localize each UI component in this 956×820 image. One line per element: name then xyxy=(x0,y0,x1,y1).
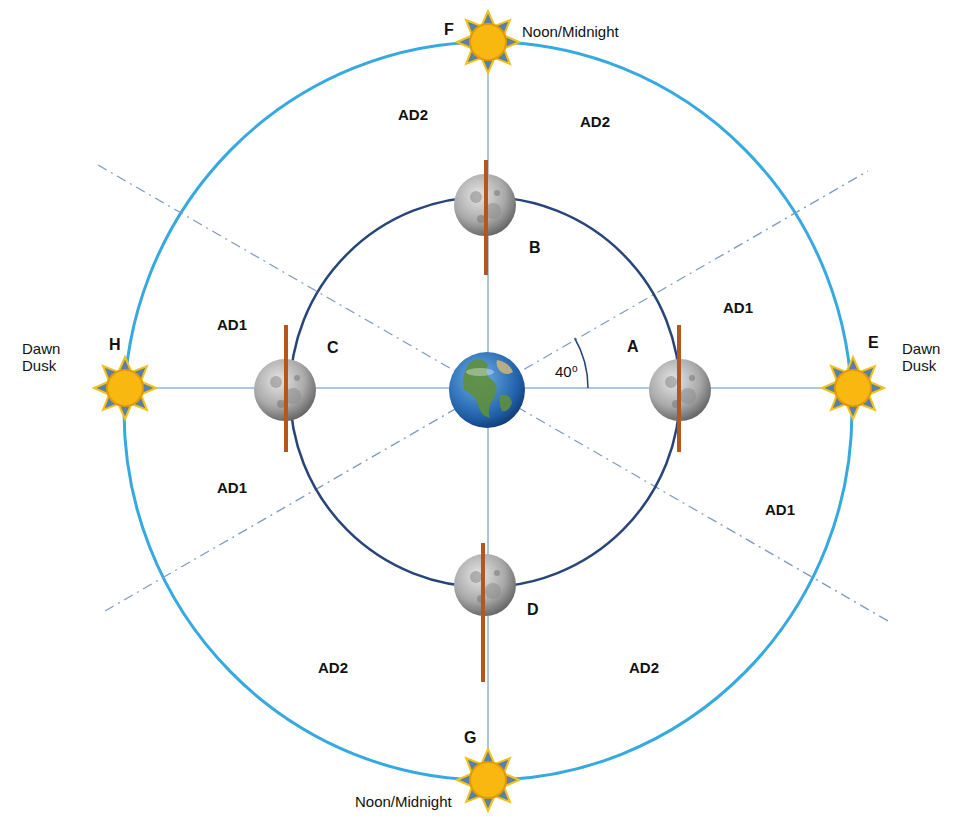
point-letter: H xyxy=(109,336,121,354)
sun xyxy=(457,749,519,811)
tidal-bar xyxy=(481,543,485,682)
point-letter: B xyxy=(529,239,541,257)
zone-label: AD2 xyxy=(398,106,428,123)
zone-label: AD1 xyxy=(217,479,247,496)
time-label: Dawn Dusk xyxy=(902,340,940,375)
zone-label: AD1 xyxy=(765,501,795,518)
sun xyxy=(822,357,884,419)
point-letter: D xyxy=(527,601,539,619)
tidal-bar xyxy=(484,160,488,275)
sun xyxy=(94,357,156,419)
time-label: Dawn Dusk xyxy=(22,340,60,375)
point-letter: E xyxy=(868,334,879,352)
point-letter: A xyxy=(627,338,639,356)
angle-label: 40⁰ xyxy=(555,363,578,380)
time-label: Noon/Midnight xyxy=(355,793,452,810)
zone-label: AD2 xyxy=(580,113,610,130)
sun-orbit xyxy=(124,42,852,780)
zone-label: AD2 xyxy=(629,659,659,676)
sun xyxy=(457,11,519,73)
point-letter: C xyxy=(327,339,339,357)
tidal-bar xyxy=(284,325,288,452)
zone-label: AD2 xyxy=(318,659,348,676)
zone-label: AD1 xyxy=(723,299,753,316)
dashed-axis xyxy=(98,165,888,621)
zone-label: AD1 xyxy=(217,316,247,333)
tidal-bar xyxy=(677,325,681,452)
point-letter: G xyxy=(464,729,476,747)
time-label: Noon/Midnight xyxy=(522,23,619,40)
point-letter: F xyxy=(444,21,454,39)
earth xyxy=(449,352,525,428)
